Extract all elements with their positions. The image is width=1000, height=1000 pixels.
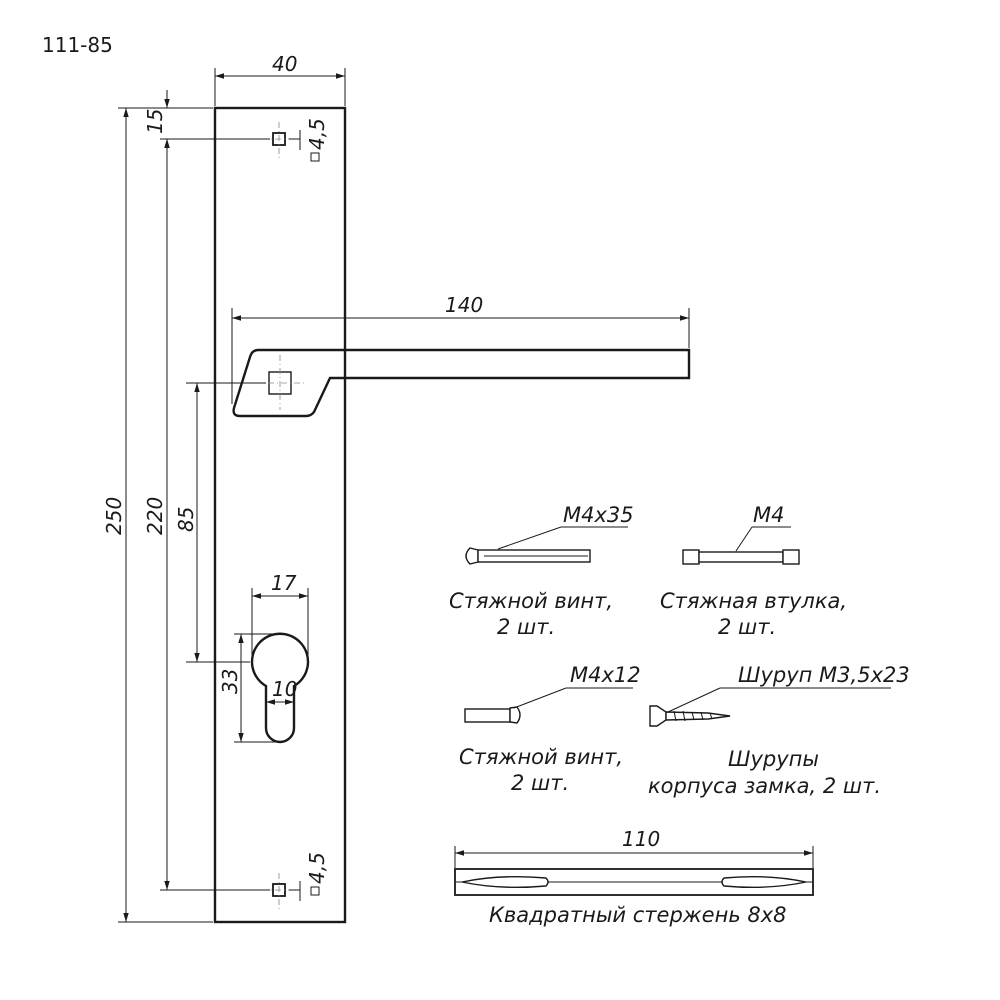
dim-top-offset-label: 15 bbox=[143, 109, 167, 134]
dim-hole-pitch-label: 220 bbox=[143, 497, 167, 535]
top-screw-hole bbox=[262, 122, 300, 160]
part-1-name: Стяжной винт, bbox=[449, 589, 613, 613]
spindle-square bbox=[255, 355, 305, 410]
drawing-code: 111-85 bbox=[42, 33, 113, 57]
hole-size-top-callout: 4,5 bbox=[289, 118, 329, 162]
dim-plate-height: 250 bbox=[102, 107, 213, 923]
part-1-qty: 2 шт. bbox=[497, 615, 555, 639]
part-4-spec: Шуруп М3,5х23 bbox=[738, 663, 910, 687]
dim-cylinder-width-label: 17 bbox=[271, 571, 297, 595]
rod-label: Квадратный стержень 8х8 bbox=[489, 903, 787, 927]
dim-cylinder-width: 17 bbox=[251, 571, 309, 662]
part-1-spec: М4х35 bbox=[563, 503, 634, 527]
dim-plate-width: 40 bbox=[214, 52, 346, 106]
part-wood-screw: Шуруп М3,5х23 Шурупы корпуса замка, 2 шт… bbox=[648, 663, 910, 798]
hole-size-bottom-label: 4,5 bbox=[305, 852, 329, 884]
part-2-name: Стяжная втулка, bbox=[660, 589, 847, 613]
back-plate bbox=[213, 106, 347, 924]
part-3-spec: М4х12 bbox=[570, 663, 641, 687]
dim-cylinder-slot: 10 bbox=[265, 677, 297, 706]
part-4-name: Шурупы bbox=[728, 747, 819, 771]
part-screw-m4x35: М4х35 Стяжной винт, 2 шт. bbox=[449, 503, 634, 639]
lever-handle bbox=[232, 348, 691, 418]
dim-hole-pitch: 220 bbox=[143, 138, 270, 891]
part-3-name: Стяжной винт, bbox=[459, 745, 623, 769]
hole-size-top-label: 4,5 bbox=[305, 118, 329, 150]
dim-rod-length-label: 110 bbox=[622, 827, 660, 851]
dim-plate-height-label: 250 bbox=[102, 497, 126, 535]
dim-plate-width-label: 40 bbox=[272, 52, 297, 76]
dim-cylinder-height: 33 bbox=[218, 633, 278, 743]
part-screw-m4x12: М4х12 Стяжной винт, 2 шт. bbox=[459, 663, 641, 795]
dim-handle-length: 140 bbox=[231, 293, 690, 404]
hole-size-bottom-callout: 4,5 bbox=[289, 852, 329, 901]
part-4-qty: корпуса замка, 2 шт. bbox=[648, 774, 881, 798]
square-rod: 110 Квадратный стержень 8х8 bbox=[454, 827, 814, 927]
dim-spindle-to-cylinder: 85 bbox=[174, 382, 266, 663]
part-2-qty: 2 шт. bbox=[718, 615, 776, 639]
dim-cylinder-height-label: 33 bbox=[218, 669, 242, 694]
bottom-screw-hole bbox=[262, 873, 300, 911]
part-2-spec: М4 bbox=[753, 503, 784, 527]
dim-spindle-to-cylinder-label: 85 bbox=[174, 507, 198, 532]
dim-handle-length-label: 140 bbox=[445, 293, 483, 317]
part-sleeve-m4: М4 Стяжная втулка, 2 шт. bbox=[660, 503, 847, 639]
part-3-qty: 2 шт. bbox=[511, 771, 569, 795]
dim-top-offset: 15 bbox=[143, 90, 170, 158]
dim-cylinder-slot-label: 10 bbox=[272, 677, 297, 701]
